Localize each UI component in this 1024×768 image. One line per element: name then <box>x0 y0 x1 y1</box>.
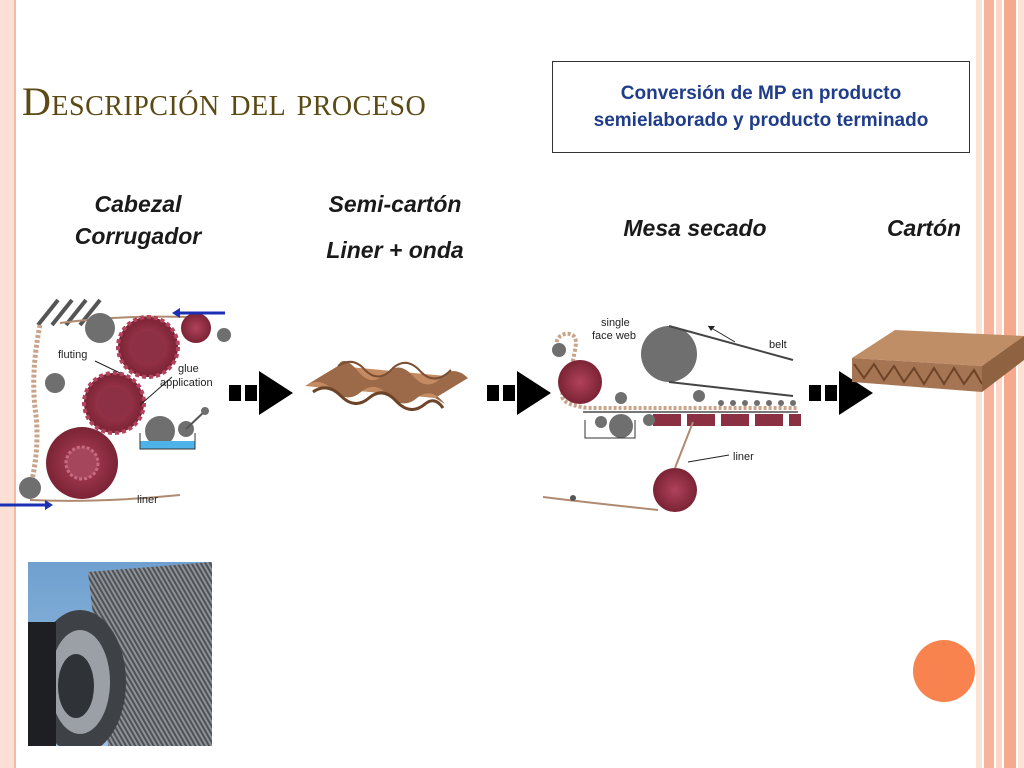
corrugating-roller-photo <box>28 562 212 746</box>
cabezal-line1: Cabezal <box>94 191 182 217</box>
semi-line1: Semi-cartón <box>328 191 462 217</box>
cabezal-line2: Corrugador <box>74 223 202 249</box>
semi-carton-image <box>305 360 468 411</box>
page-title: Descripción del proceso <box>22 79 427 124</box>
label-liner-left: liner <box>137 494 158 506</box>
label-application: application <box>160 377 213 389</box>
step-label-mesa: Mesa secado <box>623 215 767 241</box>
step-label-cabezal: Cabezal Corrugador <box>48 188 228 252</box>
label-fluting: fluting <box>58 349 87 361</box>
semi-line2: Liner + onda <box>326 237 464 263</box>
process-arrow-1 <box>229 371 293 415</box>
step-label-semi-carton: Semi-cartón Liner + onda <box>305 188 485 266</box>
label-face-web: face web <box>592 330 636 342</box>
left-border <box>0 0 16 768</box>
label-single: single <box>601 317 630 329</box>
callout-text: Conversión de MP en producto semielabora… <box>593 83 929 131</box>
carton-image <box>852 330 1024 392</box>
process-arrow-2 <box>487 371 551 415</box>
label-liner-right: liner <box>733 451 754 463</box>
drying-table-diagram: single face web belt liner <box>543 317 801 512</box>
step-label-carton: Cartón <box>886 215 962 241</box>
corrugator-head-diagram: fluting glue application liner <box>0 298 231 510</box>
label-glue: glue <box>178 363 199 375</box>
callout-box: Conversión de MP en producto semielabora… <box>552 61 970 153</box>
decorative-orange-circle <box>913 640 975 702</box>
process-arrow-3 <box>809 371 873 415</box>
label-belt: belt <box>769 339 787 351</box>
